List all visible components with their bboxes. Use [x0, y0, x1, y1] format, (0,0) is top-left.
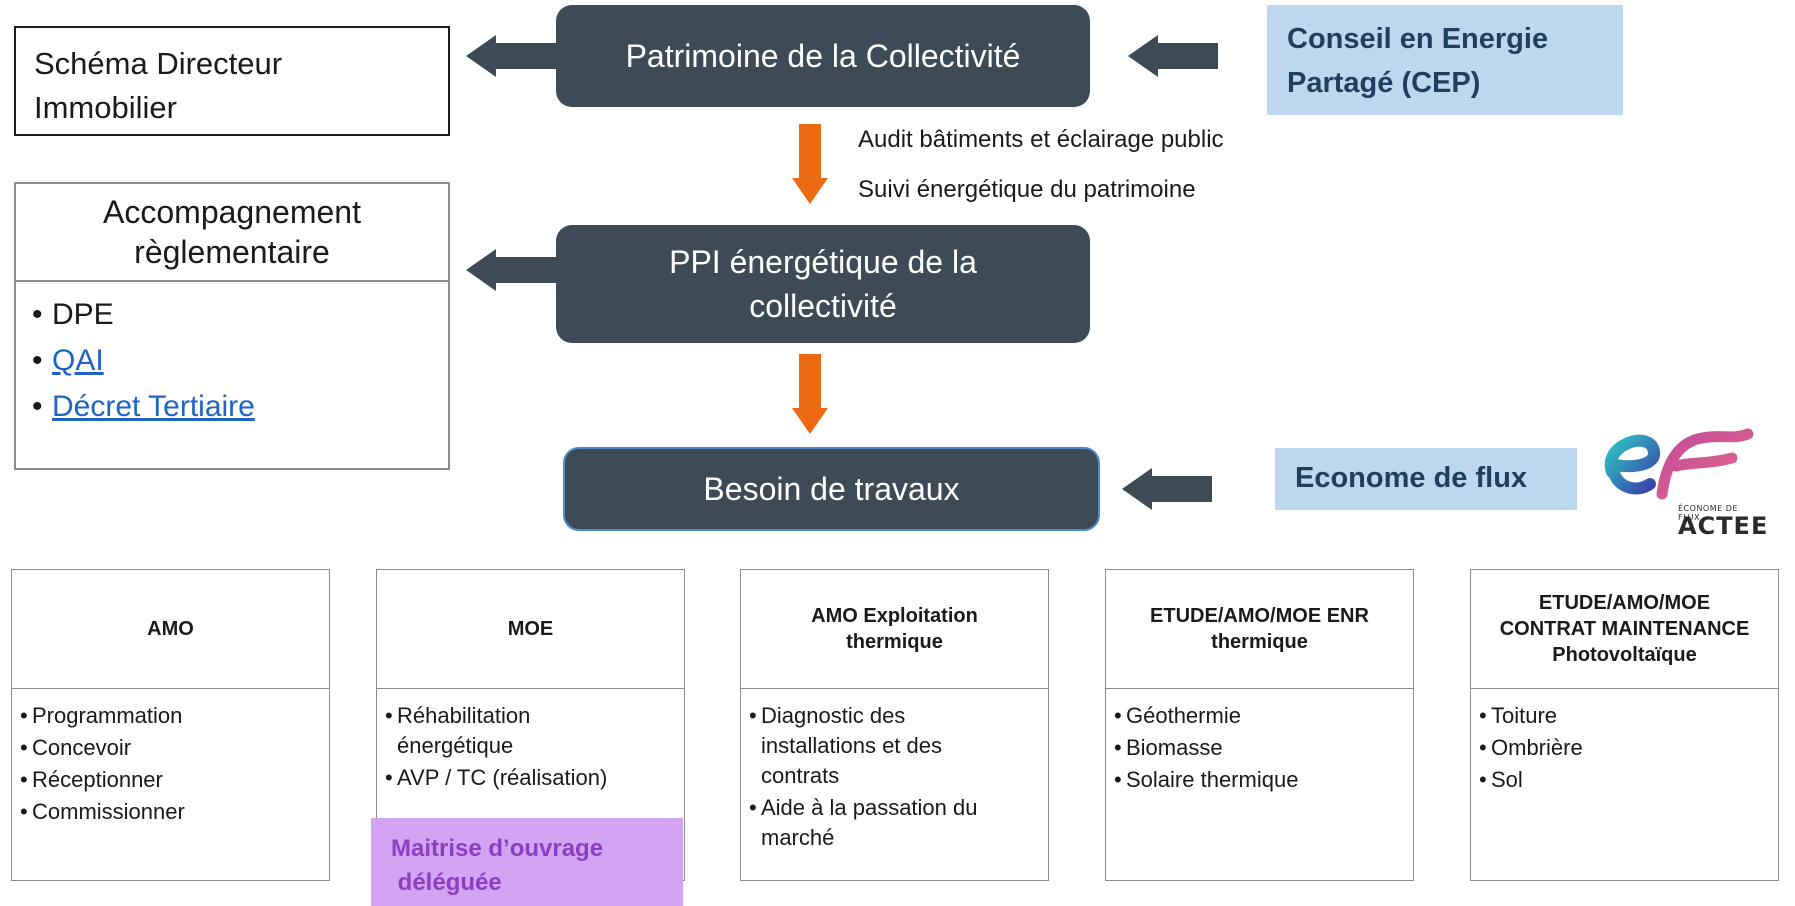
audit-note: Audit bâtiments et éclairage public: [858, 126, 1224, 153]
actee-logo-mark: [1604, 428, 1754, 500]
item-text: Réceptionner: [32, 767, 163, 792]
list-item: •Solaire thermique: [1114, 765, 1413, 795]
category-title: ETUDE/AMO/MOE ENR thermique: [1106, 570, 1413, 689]
ppi-line1: PPI énergétique de la: [669, 244, 977, 280]
qai-link[interactable]: QAI: [52, 344, 104, 377]
econome-label: Econome de flux: [1295, 462, 1528, 494]
list-item: •Géothermie: [1114, 701, 1413, 731]
patrimoine-box: Patrimoine de la Collectivité: [556, 5, 1090, 107]
schema-directeur-line1: Schéma Directeur: [34, 46, 283, 81]
category-title: ETUDE/AMO/MOE CONTRAT MAINTENANCE Photov…: [1471, 570, 1778, 689]
list-item: •Réhabilitation énergétique: [385, 701, 684, 761]
item-text: Commissionner: [32, 799, 185, 824]
item-text: Sol: [1491, 767, 1523, 792]
cep-box: Conseil en Energie Partagé (CEP): [1267, 5, 1623, 115]
accompagnement-title-line2: règlementaire: [134, 234, 330, 270]
list-item: •Biomasse: [1114, 733, 1413, 763]
actee-logo-subtitle: ÉCONOME DE FLUX: [1678, 504, 1738, 522]
accompagnement-item-dpe: • DPE: [32, 292, 448, 338]
list-item: •Commissionner: [20, 797, 329, 827]
decret-tertiaire-link[interactable]: Décret Tertiaire: [52, 390, 255, 423]
accompagnement-title: Accompagnement règlementaire: [16, 184, 448, 282]
category-title: AMO Exploitation thermique: [741, 570, 1048, 689]
bullet: •: [32, 344, 43, 377]
category-title: MOE: [377, 570, 684, 689]
category-amo-exploitation: AMO Exploitation thermique •Diagnostic d…: [740, 569, 1049, 881]
category-photovoltaique: ETUDE/AMO/MOE CONTRAT MAINTENANCE Photov…: [1470, 569, 1779, 881]
schema-directeur-line2: Immobilier: [34, 90, 177, 125]
item-text: Programmation: [32, 703, 183, 728]
item-text: Aide à la passation du marché: [761, 795, 978, 850]
bullet: •: [32, 390, 43, 423]
bullet: •: [32, 298, 43, 331]
patrimoine-label: Patrimoine de la Collectivité: [625, 38, 1021, 74]
item-text: Diagnostic des installations et des cont…: [761, 703, 942, 788]
ppi-box: PPI énergétique de la collectivité: [556, 225, 1090, 343]
orange-arrow-down-1: [792, 124, 828, 204]
list-item: •Réceptionner: [20, 765, 329, 795]
item-text: AVP / TC (réalisation): [397, 765, 608, 790]
list-item: • AVP / TC (réalisation): [385, 763, 684, 793]
cep-line2: Partagé (CEP): [1287, 67, 1481, 99]
arrow-left-to-schema: [466, 35, 556, 77]
suivi-note: Suivi énergétique du patrimoine: [858, 176, 1196, 203]
item-text: Toiture: [1491, 703, 1558, 728]
accompagnement-list: • DPE • QAI • Décret Tertiaire: [16, 282, 448, 430]
arrow-left-to-accompagnement: [466, 249, 556, 291]
item-text: Solaire thermique: [1126, 767, 1299, 792]
item-text: Réhabilitation énergétique: [397, 703, 531, 758]
econome-box: Econome de flux: [1275, 448, 1577, 510]
list-item: •Aide à la passation du marché: [749, 793, 1048, 853]
accompagnement-item-decret: • Décret Tertiaire: [32, 384, 448, 430]
schema-directeur-box: Schéma Directeur Immobilier: [14, 26, 450, 136]
category-amo: AMO •Programmation •Concevoir •Réception…: [11, 569, 330, 881]
arrow-left-from-cep: [1128, 35, 1218, 77]
list-item: •Programmation: [20, 701, 329, 731]
item-text: Biomasse: [1126, 735, 1223, 760]
dpe-label: DPE: [52, 298, 114, 331]
list-item: •Diagnostic des installations et des con…: [749, 701, 1048, 791]
maitrise-ouvrage-box: Maitrise d’ouvrage déléguée: [371, 818, 683, 906]
ppi-line2: collectivité: [749, 288, 897, 324]
list-item: • Sol: [1479, 765, 1778, 795]
cep-line1: Conseil en Energie: [1287, 23, 1549, 55]
actee-logo-wordmark: ACTEE: [1678, 512, 1769, 540]
besoin-box: Besoin de travaux: [563, 447, 1100, 531]
accompagnement-box: Accompagnement règlementaire • DPE • QAI…: [14, 182, 450, 470]
item-text: Concevoir: [32, 735, 132, 760]
item-text: Géothermie: [1126, 703, 1241, 728]
category-enr-thermique: ETUDE/AMO/MOE ENR thermique •Géothermie …: [1105, 569, 1414, 881]
orange-arrow-down-2: [792, 354, 828, 434]
maitrise-line2: déléguée: [391, 869, 502, 896]
category-title: AMO: [12, 570, 329, 689]
item-text: Ombrière: [1491, 735, 1583, 760]
arrow-left-from-econome: [1122, 468, 1212, 510]
maitrise-line1: Maitrise d’ouvrage: [391, 835, 604, 862]
accompagnement-title-line1: Accompagnement: [103, 194, 361, 230]
accompagnement-item-qai: • QAI: [32, 338, 448, 384]
list-item: •Toiture: [1479, 701, 1778, 731]
actee-logo: ÉCONOME DE FLUX ACTEE: [1592, 424, 1767, 540]
list-item: • Ombrière: [1479, 733, 1778, 763]
besoin-label: Besoin de travaux: [703, 471, 960, 507]
list-item: •Concevoir: [20, 733, 329, 763]
